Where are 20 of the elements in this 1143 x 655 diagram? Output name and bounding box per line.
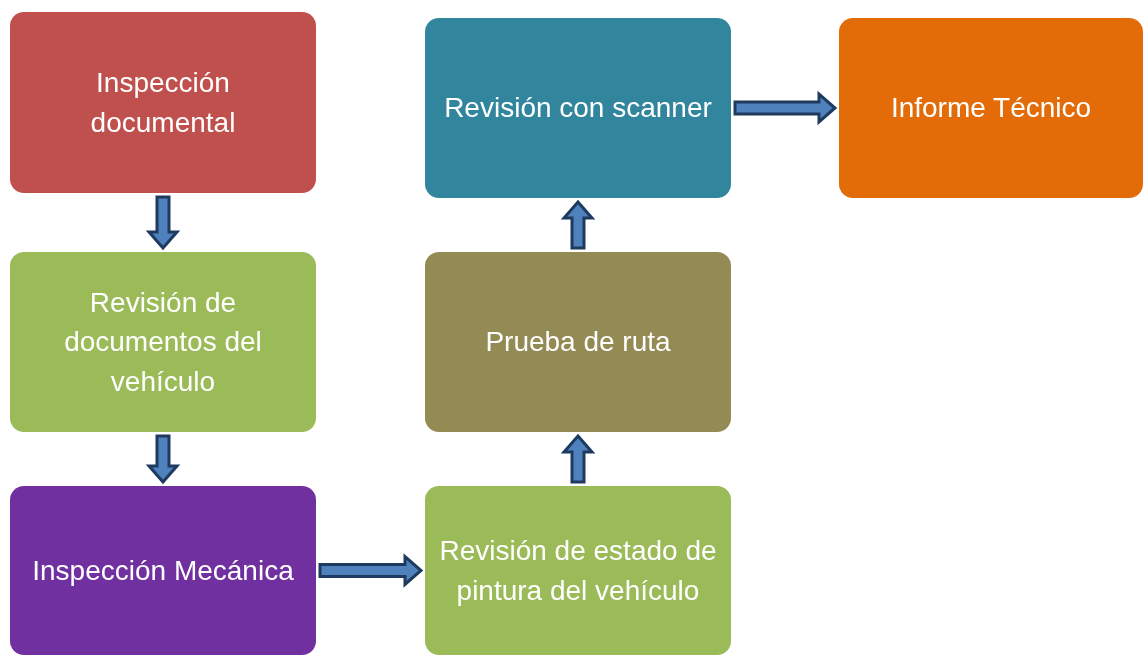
- box-label: Revisión de estado de pintura del vehículo: [439, 534, 717, 608]
- process-box: [10, 12, 316, 193]
- process-box: [425, 18, 731, 198]
- box-label: Revisión con scanner: [444, 91, 712, 126]
- block-arrow: [145, 434, 181, 485]
- process-box: [10, 252, 316, 432]
- box-label: Revisión de documentos del vehículo: [63, 286, 263, 399]
- block-arrow: [560, 433, 596, 484]
- box-label: Informe Técnico: [890, 91, 1092, 126]
- process-box: [839, 18, 1143, 198]
- box-label: Inspección Mecánica: [32, 553, 294, 588]
- block-arrow: [733, 90, 838, 126]
- box-label: Inspección documental: [89, 66, 237, 140]
- process-box: [425, 252, 731, 432]
- process-box: [425, 486, 731, 655]
- box-label: Prueba de ruta: [485, 325, 671, 360]
- block-arrow: [318, 553, 424, 588]
- block-arrow: [145, 195, 181, 251]
- block-arrow: [560, 199, 596, 250]
- process-box: [10, 486, 316, 655]
